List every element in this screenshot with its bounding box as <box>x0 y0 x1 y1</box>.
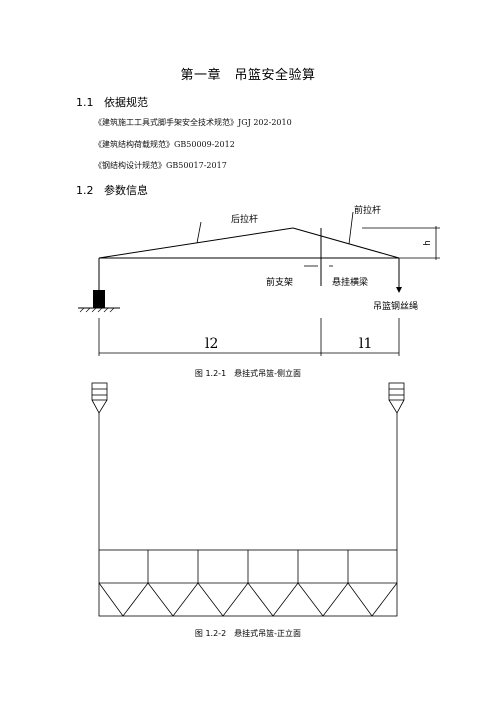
front-tie-rod-line <box>292 227 400 259</box>
right-hoist <box>388 382 405 401</box>
leader-line <box>196 221 202 244</box>
front-support-label: 前支架 <box>266 278 294 288</box>
rear-tie-rod-line <box>98 227 294 259</box>
front-tie-rod-label: 前拉杆 <box>354 206 382 216</box>
cantilever-beam-label: 悬挂横梁 <box>332 278 369 288</box>
arrowhead <box>396 287 402 293</box>
section-heading-1-1: 1.1 依据规范 <box>76 94 148 110</box>
section-heading-1-2: 1.2 参数信息 <box>76 182 148 198</box>
ground-hatch <box>79 307 115 313</box>
rear-tie-rod-label: 后拉杆 <box>231 215 259 225</box>
reference-item: 《建筑结构荷载规范》GB50009-2012 <box>94 140 235 149</box>
figure-2-caption: 图 1.2-2 悬挂式吊篮-正立面 <box>194 629 302 638</box>
left-hoist <box>91 382 108 401</box>
right-hoist-funnel <box>388 399 405 414</box>
wire-rope-label: 吊篮钢丝绳 <box>373 302 419 312</box>
counterweight <box>93 290 105 308</box>
figure-1-caption: 图 1.2-1 悬挂式吊篮-侧立面 <box>194 369 302 378</box>
reference-item: 《钢结构设计规范》GB50017-2017 <box>94 161 227 170</box>
chapter-title: 第一章 吊篮安全验算 <box>180 68 316 83</box>
leader-line <box>348 211 354 245</box>
basket-truss <box>98 582 398 617</box>
section-title: 依据规范 <box>104 96 148 109</box>
section-number: 1.1 <box>76 96 94 109</box>
section-title: 参数信息 <box>104 184 148 197</box>
reference-item: 《建筑施工工具式脚手架安全技术规范》JGJ 202-2010 <box>94 118 292 127</box>
section-number: 1.2 <box>76 184 94 197</box>
l1-dimension-label: l1 <box>359 336 373 352</box>
left-hoist-funnel <box>91 399 108 414</box>
l2-dimension-label: l2 <box>205 336 219 352</box>
